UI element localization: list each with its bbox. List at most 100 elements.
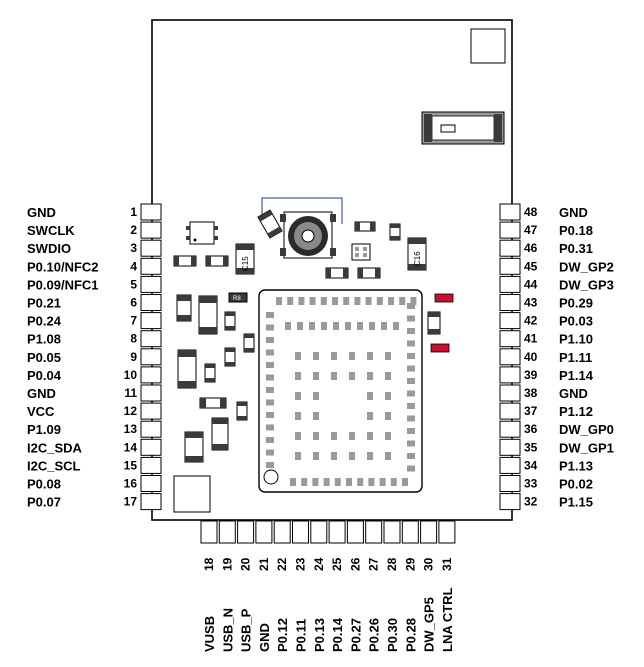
soc-pad xyxy=(407,415,415,422)
bottom-pin-label: P0.11 xyxy=(294,619,309,652)
left-pin-number: 4 xyxy=(130,259,137,273)
left-pin-label: GND xyxy=(27,386,56,401)
left-pin-pad xyxy=(140,402,162,420)
soc-pad-array xyxy=(266,297,417,486)
left-pin: 6P0.21 xyxy=(27,294,162,311)
left-pin: 9P0.05 xyxy=(27,348,162,366)
right-pin-label: GND xyxy=(559,205,588,220)
right-pin: 39 P1.14 xyxy=(499,366,594,384)
left-pin-pad xyxy=(140,438,162,456)
bottom-pin-label: P0.13 xyxy=(312,618,327,652)
soc-pad xyxy=(266,437,274,443)
bottom-pin-label: LNA CTRL xyxy=(440,587,455,652)
soc-pad xyxy=(266,337,274,343)
soc-pad xyxy=(407,390,415,397)
soc-pad xyxy=(313,372,319,380)
right-pin-number: 39 xyxy=(524,368,538,382)
left-pin-pad xyxy=(140,312,162,330)
bottom-pin-number: 31 xyxy=(440,557,454,571)
right-pin-label: P1.13 xyxy=(559,458,593,473)
right-pin-label: P1.14 xyxy=(559,368,594,383)
bottom-pin-number: 29 xyxy=(403,557,417,571)
right-pin-number: 46 xyxy=(524,241,538,255)
left-pin-number: 12 xyxy=(124,404,138,418)
soc-pad xyxy=(331,352,337,360)
right-pin-pad xyxy=(499,203,521,221)
left-pin: 5P0.09/NFC1 xyxy=(27,275,162,293)
soc-pad xyxy=(357,478,364,486)
bottom-pin-pad xyxy=(420,520,438,544)
bottom-pin-pad xyxy=(292,520,309,544)
bottom-pin-label: P0.12 xyxy=(275,618,290,652)
soc-pad xyxy=(385,372,391,380)
right-small-parts xyxy=(325,221,401,279)
left-pin-number: 17 xyxy=(124,495,138,509)
right-pin-number: 40 xyxy=(524,350,538,364)
right-pin-pad xyxy=(499,239,521,257)
bottom-pin-pad xyxy=(401,520,419,544)
soc-pad xyxy=(276,297,282,305)
right-pin-number: 47 xyxy=(524,223,538,237)
right-pin-pad xyxy=(499,420,521,438)
bottom-pin-label: USB_P xyxy=(239,608,254,652)
left-pin-number: 13 xyxy=(124,422,138,436)
soc-pad xyxy=(298,297,305,305)
soc-pad xyxy=(407,428,415,434)
soc-pad xyxy=(407,303,415,309)
left-pin-pad xyxy=(140,275,162,293)
soc-pad xyxy=(343,297,350,305)
antenna-outline xyxy=(261,197,343,224)
bottom-pin-pad xyxy=(438,520,456,544)
bottom-pin-row: 18VUSB19USB_N20USB_P21GND22P0.1223P0.112… xyxy=(200,520,456,652)
right-pin-number: 43 xyxy=(524,296,538,310)
bottom-pin-label: P0.28 xyxy=(403,618,418,652)
soc-pad xyxy=(407,340,415,347)
left-pin-number: 7 xyxy=(130,314,137,328)
soc-pad xyxy=(410,297,417,305)
soc-pad xyxy=(367,452,373,460)
c16-label: C16 xyxy=(413,251,422,266)
soc-pad xyxy=(331,432,337,440)
soc-pad xyxy=(407,315,415,322)
soc-pad xyxy=(295,452,301,460)
left-pin-label: GND xyxy=(27,205,56,220)
left-pin-label: P0.04 xyxy=(27,368,62,383)
right-pin-pad xyxy=(499,294,521,311)
left-pin-number: 15 xyxy=(124,458,138,472)
soc-pad xyxy=(266,462,274,468)
bottom-pin-number: 19 xyxy=(220,557,234,571)
left-pin-pad xyxy=(140,366,162,384)
soc-pad xyxy=(385,432,391,440)
right-pin-pad xyxy=(499,312,521,330)
bottom-pin-number: 26 xyxy=(348,557,362,571)
soc-pad xyxy=(323,478,330,486)
left-pin: 7P0.24 xyxy=(27,312,162,330)
bottom-pin-label: P0.26 xyxy=(367,618,382,652)
left-pin-number: 3 xyxy=(130,241,137,255)
right-pin-label: DW_GP0 xyxy=(559,422,614,437)
bottom-pin-label: P0.27 xyxy=(348,618,363,652)
red-marker-bottom xyxy=(430,343,450,353)
soc-pad xyxy=(333,322,339,330)
right-pin-number: 34 xyxy=(524,458,538,472)
soc-pad xyxy=(309,322,315,330)
soc-pad xyxy=(407,365,415,372)
left-pin-pad xyxy=(140,348,162,366)
soc-pad xyxy=(393,322,399,330)
